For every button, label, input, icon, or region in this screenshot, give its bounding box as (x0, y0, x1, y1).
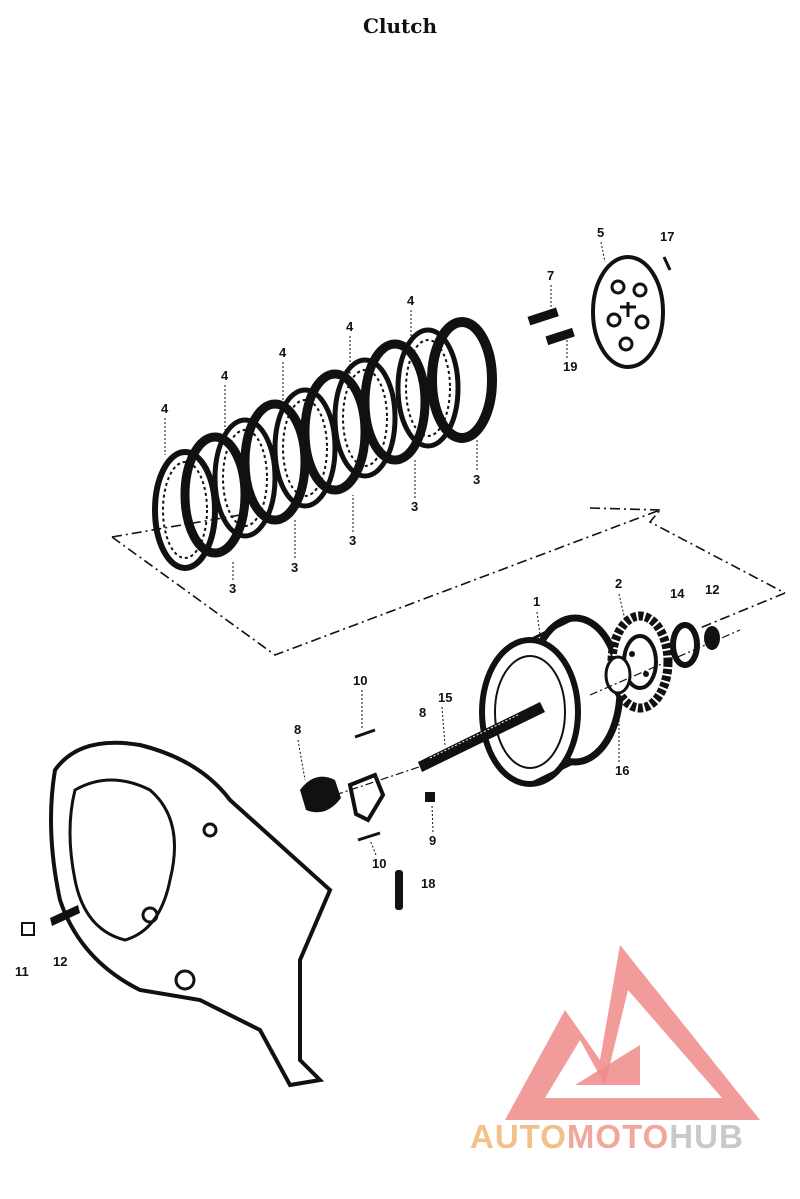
part-label-10: 10 (372, 856, 386, 871)
watermark-logo-icon (505, 945, 760, 1120)
part-label-3: 3 (229, 581, 236, 596)
watermark-part-auto: AUTO (470, 1118, 567, 1155)
part-label-3: 3 (291, 560, 298, 575)
part-label-4: 4 (161, 401, 169, 416)
part-label-3: 3 (473, 472, 480, 487)
shaft-icon (418, 702, 545, 772)
plate-group-outline (111, 508, 786, 656)
part-label-4: 4 (346, 319, 354, 334)
part-callouts: 1 2 3 3 3 3 3 4 4 4 4 4 5 7 8 8 9 10 10 … (15, 225, 719, 979)
spring-pin-icon (662, 256, 672, 271)
clutch-plate-stack (152, 317, 497, 571)
bolt-icon (527, 307, 575, 346)
part-label-14: 14 (670, 586, 685, 601)
release-lever-icon (300, 728, 435, 910)
part-label-3: 3 (349, 533, 356, 548)
clutch-housing-icon (479, 614, 624, 787)
watermark-text: AUTOMOTOHUB (470, 1118, 744, 1156)
nut-icon (704, 626, 720, 650)
drain-bolt-icon (21, 905, 80, 936)
part-label-12: 12 (705, 582, 719, 597)
part-label-7: 7 (547, 268, 554, 283)
part-label-2: 2 (615, 576, 622, 591)
clutch-cover-icon (49, 740, 333, 1088)
part-label-4: 4 (279, 345, 287, 360)
diagram-title: Clutch (362, 14, 437, 38)
part-label-8: 8 (294, 722, 301, 737)
watermark-part-hub: HUB (669, 1118, 744, 1155)
leader-lines (164, 241, 626, 856)
part-label-10: 10 (353, 673, 367, 688)
pressure-plate-icon (591, 255, 665, 369)
part-label-4: 4 (221, 368, 229, 383)
thrust-washer-icon (670, 622, 700, 668)
part-label-18: 18 (421, 876, 435, 891)
part-label-15: 15 (438, 690, 452, 705)
part-label-17: 17 (660, 229, 674, 244)
watermark-part-moto: MOTO (566, 1118, 670, 1155)
part-label-19: 19 (563, 359, 577, 374)
part-label-16: 16 (615, 763, 629, 778)
part-label-5: 5 (597, 225, 604, 240)
part-label-1: 1 (533, 594, 540, 609)
bushing-icon (604, 655, 632, 695)
part-label-11: 11 (15, 964, 29, 979)
part-label-4: 4 (407, 293, 415, 308)
part-label-9: 9 (429, 833, 436, 848)
part-label-12: 12 (53, 954, 67, 969)
part-label-3: 3 (411, 499, 418, 514)
part-label-8: 8 (419, 705, 426, 720)
